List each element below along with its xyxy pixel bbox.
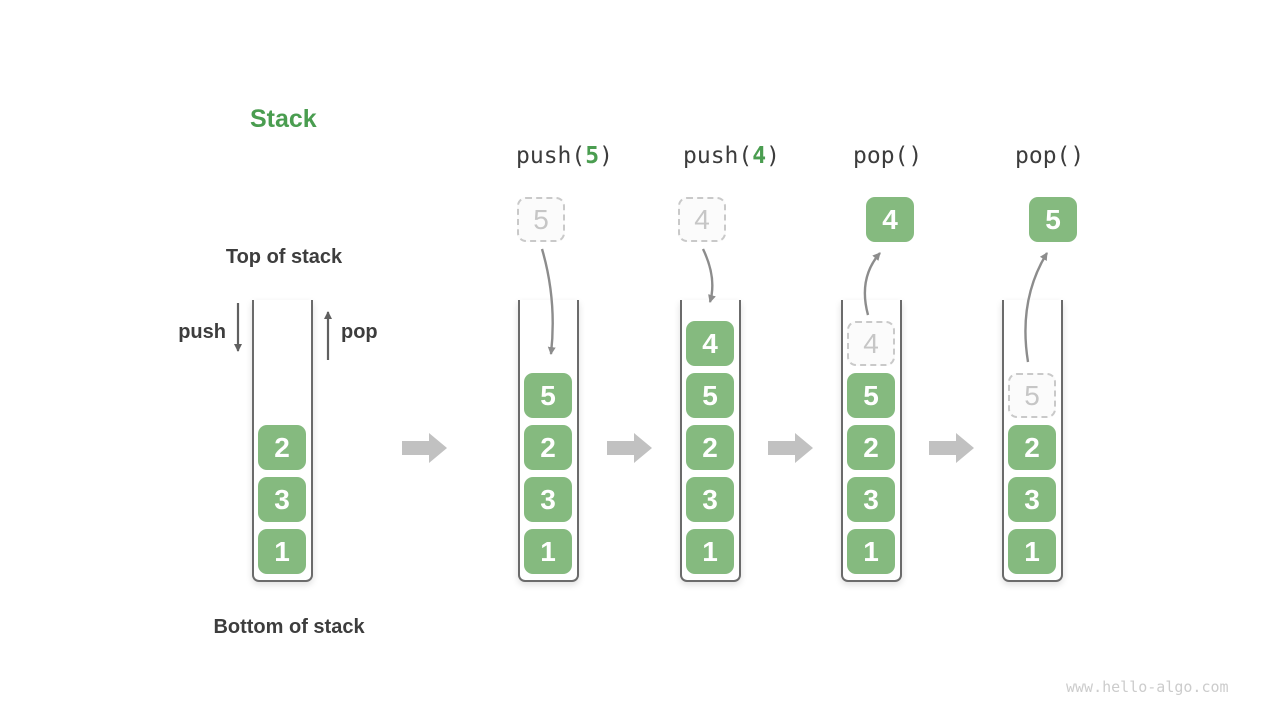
step-arrow-icon: [607, 433, 652, 463]
stack-cell: 5: [847, 373, 895, 418]
step-arrow-icon: [768, 433, 813, 463]
diagram-title: Stack: [250, 105, 317, 133]
incoming-value-box: 4: [678, 197, 726, 242]
stack-cell: 5: [686, 373, 734, 418]
stack-cell: 1: [524, 529, 572, 574]
stack-cell: 3: [847, 477, 895, 522]
stack-container-initial: 2 3 1: [252, 300, 313, 582]
top-of-stack-label: Top of stack: [225, 246, 343, 268]
stack-cell: 2: [258, 425, 306, 470]
op-text: push(: [683, 143, 753, 169]
stack-cell: 3: [524, 477, 572, 522]
ghost-cell: 5: [1008, 373, 1056, 418]
stack-cell: 3: [258, 477, 306, 522]
pop-label: pop: [341, 321, 378, 343]
stack-container-after-pop5: 5 2 3 1: [1002, 300, 1063, 582]
op-arg: 5: [585, 143, 600, 169]
op-text: push(: [516, 143, 586, 169]
stack-container-after-push5: 5 2 3 1: [518, 300, 579, 582]
stack-cell: 4: [686, 321, 734, 366]
stack-cell: 1: [847, 529, 895, 574]
stack-cell: 1: [1008, 529, 1056, 574]
stack-cell: 2: [1008, 425, 1056, 470]
step-arrow-icon: [929, 433, 974, 463]
stack-container-after-push4: 4 5 2 3 1: [680, 300, 741, 582]
stack-cell: 1: [258, 529, 306, 574]
op-close: ): [766, 143, 780, 169]
op-arg: 4: [752, 143, 767, 169]
incoming-value-box: 5: [517, 197, 565, 242]
watermark: www.hello-algo.com: [1066, 678, 1229, 696]
popped-value-box: 4: [866, 197, 914, 242]
op-label-pop-1: pop(): [853, 143, 922, 169]
stack-cell: 2: [524, 425, 572, 470]
op-text: pop(): [853, 143, 923, 169]
stack-cell: 2: [847, 425, 895, 470]
stack-cell: 3: [686, 477, 734, 522]
step-arrow-icon: [402, 433, 447, 463]
push-motion-arrow: [701, 248, 716, 303]
op-label-push5: push(5): [516, 143, 613, 169]
stack-cell: 3: [1008, 477, 1056, 522]
popped-value-box: 5: [1029, 197, 1077, 242]
stack-cell: 5: [524, 373, 572, 418]
bottom-of-stack-label: Bottom of stack: [213, 616, 365, 638]
ghost-cell: 4: [847, 321, 895, 366]
stack-container-after-pop4: 4 5 2 3 1: [841, 300, 902, 582]
stack-cell: 1: [686, 529, 734, 574]
stack-cell: 2: [686, 425, 734, 470]
op-close: ): [599, 143, 613, 169]
op-label-pop-2: pop(): [1015, 143, 1084, 169]
op-text: pop(): [1015, 143, 1085, 169]
op-label-push4: push(4): [683, 143, 780, 169]
push-label: push: [178, 321, 226, 343]
